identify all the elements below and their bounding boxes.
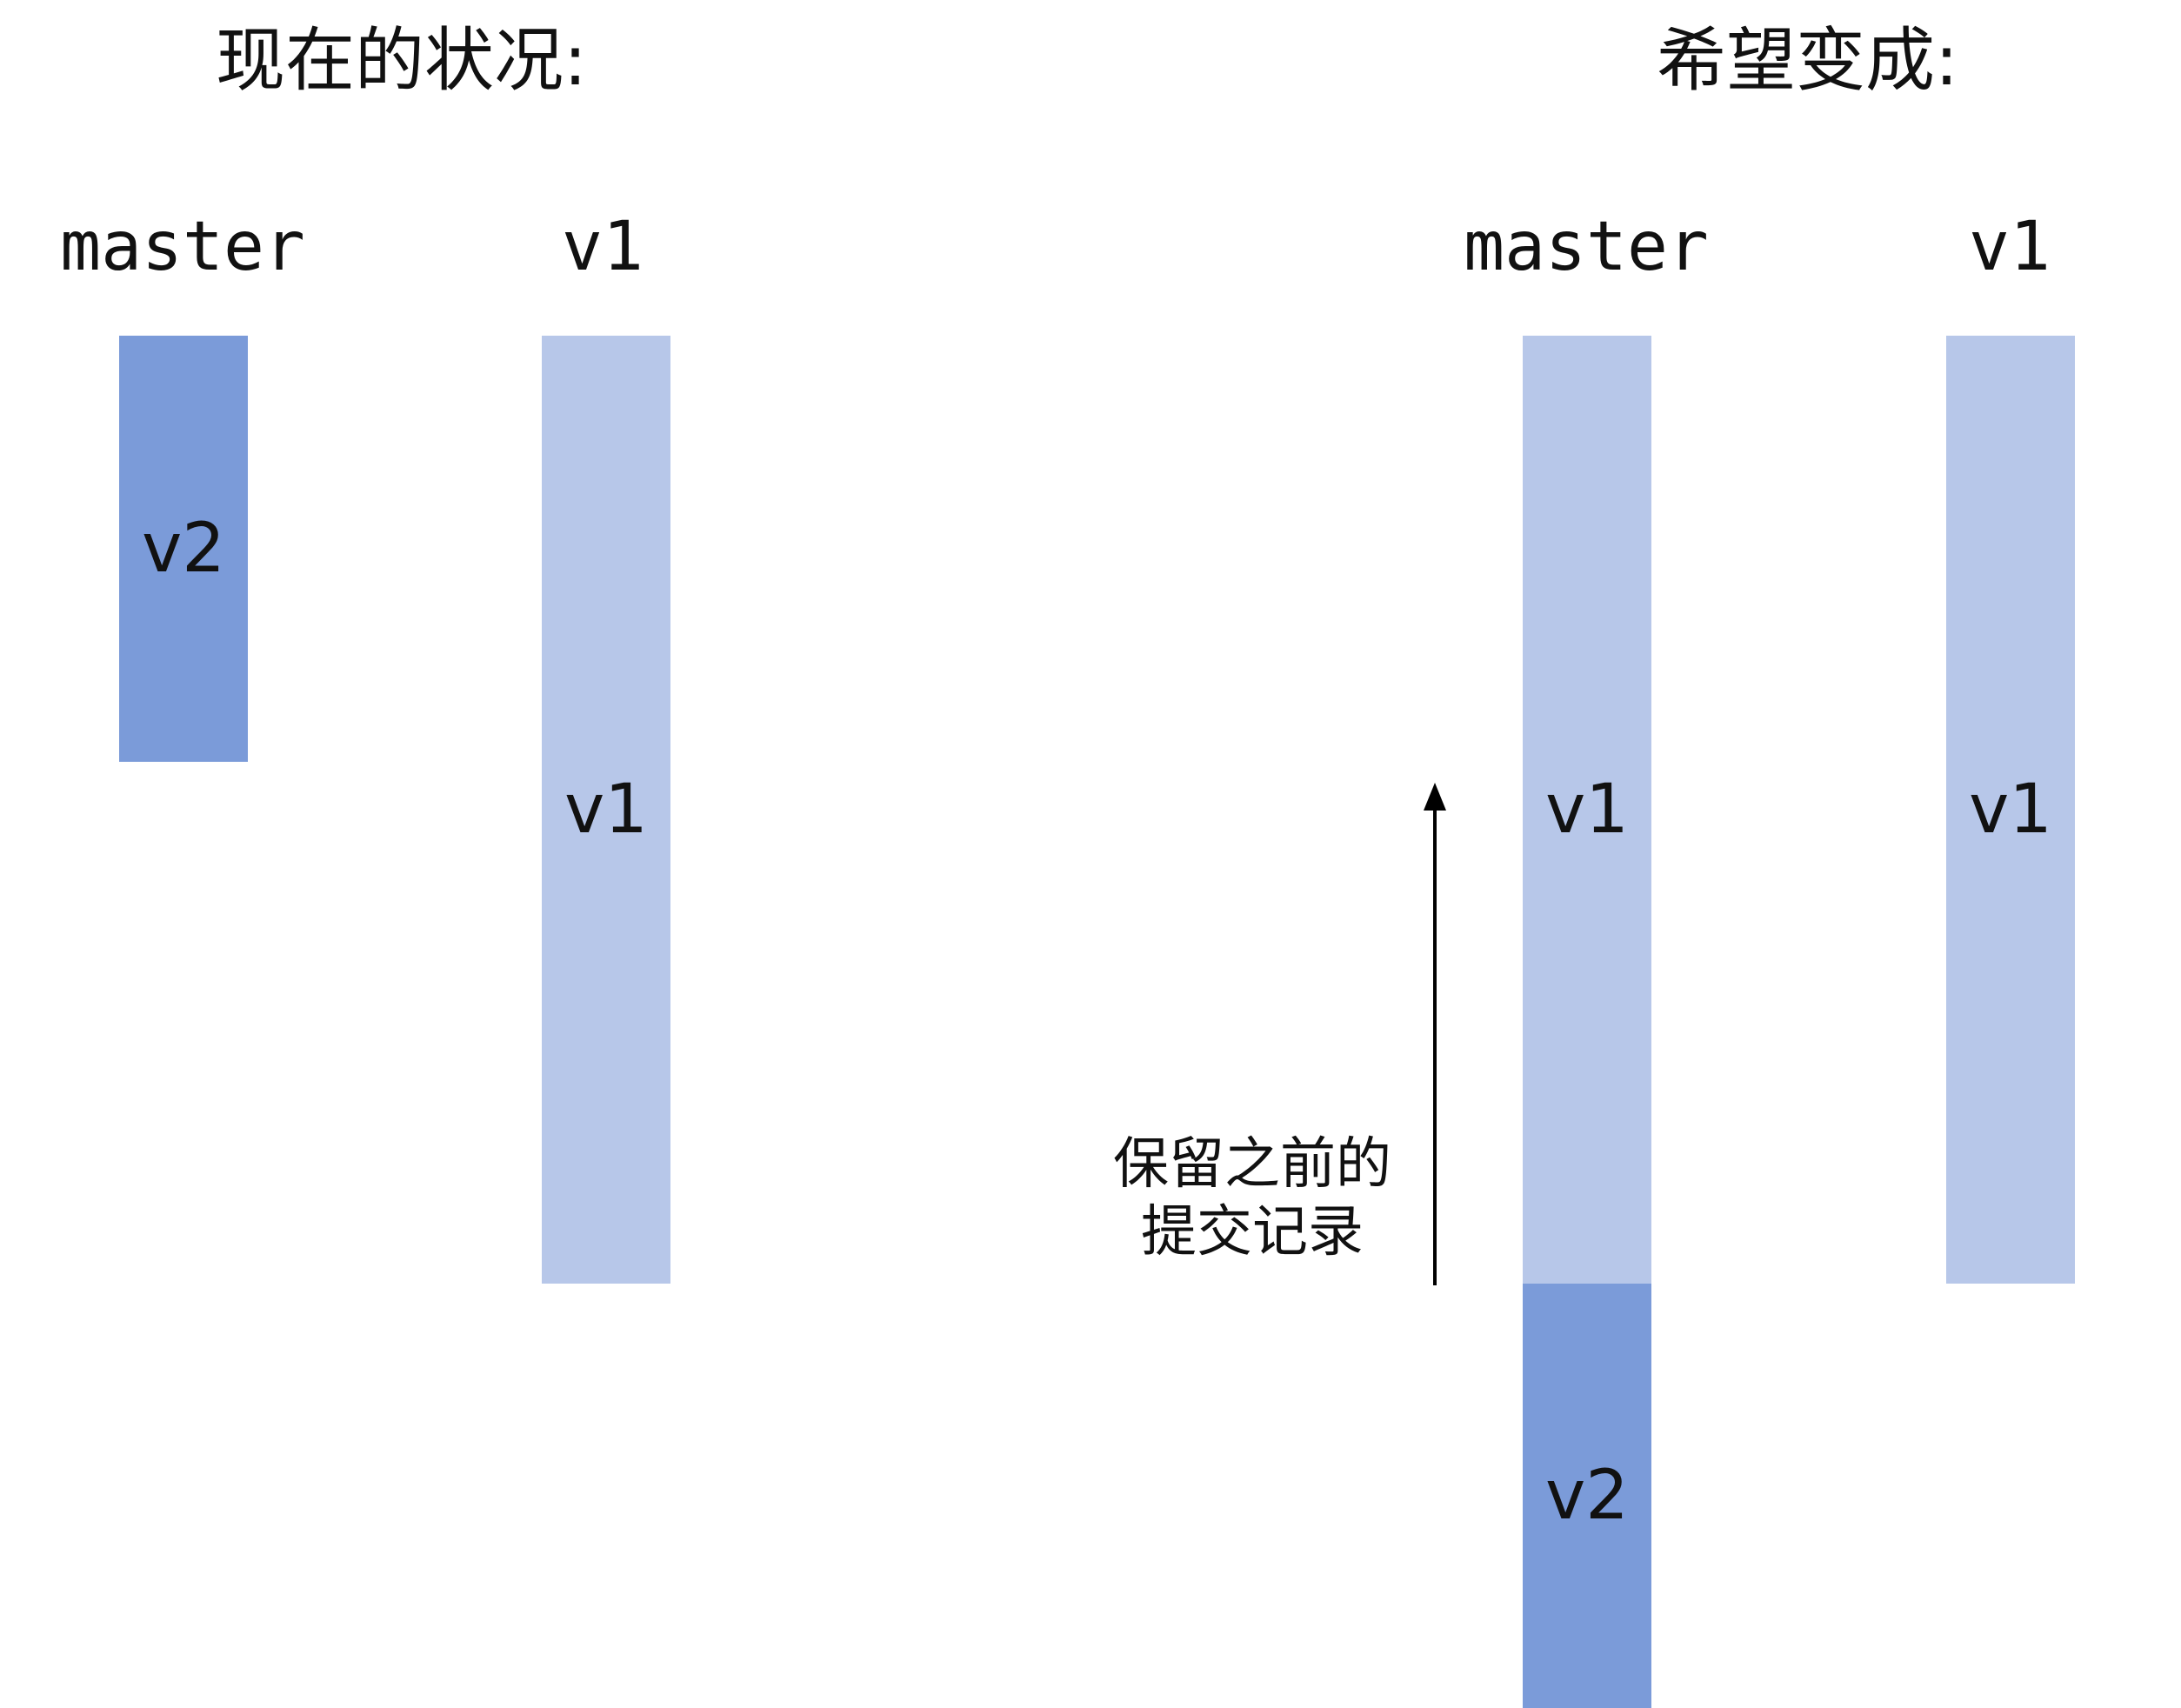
right-master-v1-block: v1 — [1523, 336, 1651, 1284]
right-master-v2-label: v2 — [1545, 1457, 1629, 1535]
left-v1-branch-label: v1 — [562, 208, 644, 286]
left-master-v2-block: v2 — [119, 336, 248, 762]
right-v1-branch-label: v1 — [1969, 208, 2051, 286]
right-master-branch-label: master — [1464, 208, 1709, 286]
left-v1-v1-block: v1 — [542, 336, 670, 1284]
annotation-line-1: 保留之前的 — [1113, 1132, 1391, 1197]
right-v1-v1-block: v1 — [1946, 336, 2075, 1284]
annotation-line-2: 提交记录 — [1141, 1200, 1364, 1264]
preserve-history-annotation: 保留之前的 提交记录 — [1096, 1131, 1409, 1266]
right-panel-title: 希望变成: — [1657, 20, 1958, 101]
left-panel-title: 现在的状况: — [216, 20, 587, 101]
right-master-v1-label: v1 — [1545, 771, 1629, 849]
up-arrow-icon — [1424, 783, 1446, 1285]
left-v1-v1-label: v1 — [564, 771, 648, 849]
right-master-v2-block: v2 — [1523, 1284, 1651, 1708]
left-master-v2-label: v2 — [142, 510, 225, 588]
right-v1-v1-label: v1 — [1969, 771, 2052, 849]
arrow-head — [1424, 783, 1446, 811]
left-master-branch-label: master — [60, 208, 305, 286]
